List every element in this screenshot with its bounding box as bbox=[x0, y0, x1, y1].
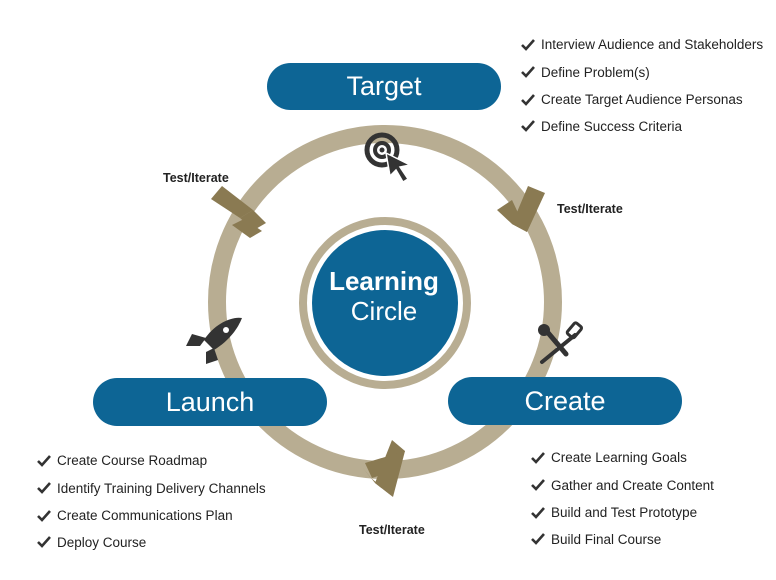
checkmark-icon bbox=[37, 482, 51, 495]
checkmark-icon bbox=[531, 479, 545, 492]
transition-label-target-to-create: Test/Iterate bbox=[557, 202, 623, 216]
stage-create: Create bbox=[448, 377, 682, 425]
checkmark-icon bbox=[531, 533, 545, 545]
checklist-text: Identify Training Delivery Channels bbox=[57, 480, 266, 496]
list-item: Create Course Roadmap bbox=[37, 447, 266, 475]
checkmark-icon bbox=[531, 506, 545, 519]
rocket-icon bbox=[186, 317, 242, 364]
checklist-target: Interview Audience and Stakeholders Defi… bbox=[521, 31, 763, 139]
arrow-launch-to-target bbox=[211, 186, 266, 238]
center-label: Learning Circle bbox=[304, 266, 464, 326]
center-subtitle: Circle bbox=[350, 296, 418, 326]
checklist-text: Define Success Criteria bbox=[541, 118, 683, 134]
stage-target: Target bbox=[267, 63, 501, 110]
arrow-target-to-create bbox=[497, 186, 545, 232]
list-item: Define Success Criteria bbox=[521, 114, 763, 139]
list-item: Gather and Create Content bbox=[531, 472, 714, 500]
list-item: Create Communications Plan bbox=[37, 502, 266, 530]
checkmark-icon bbox=[37, 509, 51, 522]
target-cursor-icon bbox=[364, 132, 413, 184]
transition-label-create-to-launch: Test/Iterate bbox=[359, 523, 425, 537]
center-circle bbox=[312, 230, 458, 376]
checkmark-icon bbox=[521, 38, 535, 51]
checklist-create: Create Learning Goals Gather and Create … bbox=[531, 444, 714, 552]
stage-launch: Launch bbox=[93, 378, 327, 426]
checkmark-icon bbox=[521, 66, 535, 79]
list-item: Define Problem(s) bbox=[521, 59, 763, 87]
list-item: Create Target Audience Personas bbox=[521, 86, 763, 114]
checklist-text: Create Course Roadmap bbox=[57, 453, 208, 469]
checklist-text: Define Problem(s) bbox=[541, 64, 650, 80]
checklist-text: Create Communications Plan bbox=[57, 508, 233, 524]
checklist-text: Deploy Course bbox=[57, 534, 147, 550]
checklist-text: Create Learning Goals bbox=[551, 450, 687, 466]
arrow-create-to-launch bbox=[363, 440, 405, 497]
checklist-text: Build Final Course bbox=[551, 531, 662, 547]
list-item: Identify Training Delivery Channels bbox=[37, 475, 266, 503]
list-item: Build and Test Prototype bbox=[531, 499, 714, 527]
list-item: Interview Audience and Stakeholders bbox=[521, 31, 763, 59]
checklist-text: Gather and Create Content bbox=[551, 477, 714, 493]
list-item: Build Final Course bbox=[531, 527, 714, 552]
wrench-screwdriver-icon bbox=[538, 321, 584, 364]
checkmark-icon bbox=[521, 120, 535, 132]
checklist-launch: Create Course Roadmap Identify Training … bbox=[37, 447, 266, 555]
list-item: Create Learning Goals bbox=[531, 444, 714, 472]
checkmark-icon bbox=[37, 536, 51, 548]
checkmark-icon bbox=[521, 93, 535, 106]
checkmark-icon bbox=[37, 454, 51, 467]
checkmark-icon bbox=[531, 451, 545, 464]
checklist-text: Build and Test Prototype bbox=[551, 505, 698, 521]
list-item: Deploy Course bbox=[37, 530, 266, 555]
checklist-text: Interview Audience and Stakeholders bbox=[541, 37, 764, 53]
transition-label-launch-to-target: Test/Iterate bbox=[163, 171, 229, 185]
center-title: Learning bbox=[329, 266, 439, 296]
checklist-text: Create Target Audience Personas bbox=[541, 92, 743, 108]
